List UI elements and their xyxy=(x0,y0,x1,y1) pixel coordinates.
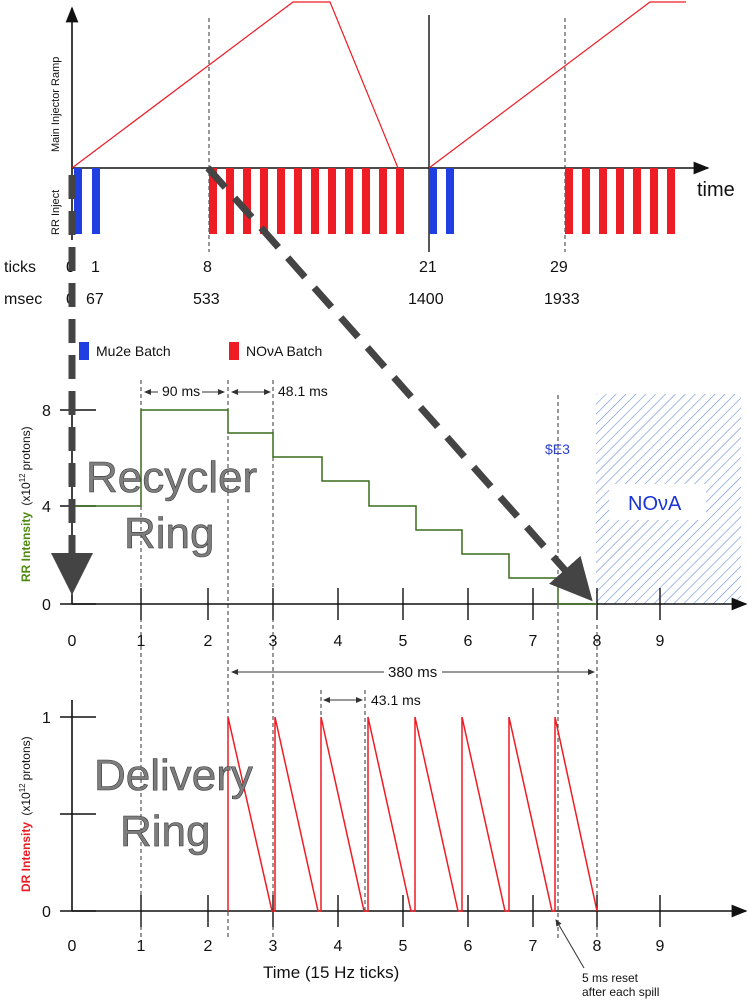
rr-y-label-rest: (x10 xyxy=(19,482,33,506)
dr-x-tick-label: 9 xyxy=(656,938,665,955)
rr-x-tick-label: 2 xyxy=(204,633,213,650)
rr-x-tick-label: 3 xyxy=(269,633,278,650)
rr-y-tick-label: 4 xyxy=(42,499,51,516)
reset-note-line2: after each spill xyxy=(582,985,659,999)
dr-y-axis-label: DR Intensity (x1012 protons) xyxy=(18,736,33,892)
rr-x-tick-label: 9 xyxy=(656,633,665,650)
rr-x-tick-marks xyxy=(140,588,661,620)
nova-region-label: NOνA xyxy=(628,493,682,515)
msec-value: 533 xyxy=(193,291,220,308)
dr-sawtooth xyxy=(227,716,598,912)
main-injector-ramp-2 xyxy=(428,1,686,169)
annot-48-label: 48.1 ms xyxy=(278,383,328,399)
rr-y-label-exp: 12 xyxy=(18,473,27,482)
delivery-title-line1: Delivery xyxy=(94,751,253,800)
rr-y-tick-label: 0 xyxy=(42,597,51,614)
recycler-title-line2: Ring xyxy=(124,509,215,558)
dr-y-tick-label: 0 xyxy=(42,904,51,921)
rr-x-tick-label: 1 xyxy=(137,633,146,650)
recycler-title-line1: Recycler xyxy=(86,453,257,502)
dr-x-tick-label: 0 xyxy=(68,938,77,955)
rr-y-label-colored: RR Intensity xyxy=(19,512,33,582)
rr-x-tick-label: 4 xyxy=(334,633,343,650)
rr-x-tick-label: 7 xyxy=(529,633,538,650)
se3-label: $E3 xyxy=(545,441,570,457)
msec-value: 1933 xyxy=(544,291,580,308)
mu2e-batches-2 xyxy=(429,168,454,234)
reset-note-line1: 5 ms reset xyxy=(582,971,639,985)
rr-intensity-steps xyxy=(72,409,597,605)
diagonal-transfer-arrow xyxy=(205,165,593,602)
rr-y-label-end: protons) xyxy=(19,426,33,470)
main-injector-label: Main Injector Ramp xyxy=(50,57,62,152)
dr-y-label-rest: (x10 xyxy=(19,792,33,816)
top-timeline-panel: Main Injector Ramp RR Inject time ticks … xyxy=(4,1,735,360)
dr-y-tick-label: 1 xyxy=(42,710,51,727)
annot-380-label: 380 ms xyxy=(388,664,437,681)
annot-90-label: 90 ms xyxy=(162,383,200,399)
rr-x-tick-label: 5 xyxy=(399,633,408,650)
rr-inject-label: RR Inject xyxy=(50,190,62,235)
msec-label: msec xyxy=(4,291,42,308)
dr-x-tick-label: 3 xyxy=(269,938,278,955)
dr-x-tick-label: 4 xyxy=(334,938,343,955)
nova-box xyxy=(609,484,706,520)
msec-value: 1400 xyxy=(408,291,444,308)
dr-y-ticks xyxy=(60,716,96,912)
dr-x-tick-label: 7 xyxy=(529,938,538,955)
dr-x-tick-label: 8 xyxy=(593,938,602,955)
annot-43-label: 43.1 ms xyxy=(371,692,421,708)
tick-values: 0 1 8 21 29 xyxy=(66,259,568,276)
tick-value: 21 xyxy=(419,259,437,276)
dr-x-tick-labels: 0 1 2 3 4 5 6 7 8 9 xyxy=(68,938,665,955)
dr-y-label-colored: DR Intensity xyxy=(19,822,33,892)
rr-x-tick-labels: 0 1 2 3 4 5 6 7 8 9 xyxy=(68,633,665,650)
dr-x-tick-label: 1 xyxy=(137,938,146,955)
tick-value: 1 xyxy=(91,259,100,276)
nova-batches-2 xyxy=(565,168,675,234)
mu2e-legend-label: Mu2e Batch xyxy=(96,343,171,359)
mu2e-batches-1 xyxy=(74,168,100,234)
msec-value: 67 xyxy=(86,291,104,308)
dr-y-label-end: protons) xyxy=(19,736,33,780)
mu2e-legend-swatch xyxy=(79,342,89,360)
batch-legend: Mu2e Batch NOνA Batch xyxy=(79,342,322,360)
dr-y-label-exp: 12 xyxy=(18,783,27,792)
rr-y-tick-label: 8 xyxy=(42,403,51,420)
dr-x-tick-label: 2 xyxy=(204,938,213,955)
dr-x-tick-label: 5 xyxy=(399,938,408,955)
rr-y-axis-label: RR Intensity (x1012 protons) xyxy=(18,426,33,582)
rr-x-tick-label: 6 xyxy=(464,633,473,650)
dr-x-tick-label: 6 xyxy=(464,938,473,955)
recycler-ring-panel: NOνA 0 4 8 0 1 xyxy=(18,380,748,940)
delivery-title-line2: Ring xyxy=(120,807,211,856)
rr-x-tick-label: 0 xyxy=(68,633,77,650)
nova-legend-swatch xyxy=(229,342,239,360)
time-label: time xyxy=(697,179,735,201)
tick-value: 29 xyxy=(550,259,568,276)
nova-legend-label: NOνA Batch xyxy=(246,343,322,359)
reset-note-pointer xyxy=(555,919,585,969)
transfer-arrows xyxy=(51,165,593,602)
main-injector-ramp xyxy=(71,1,399,169)
ticks-label: ticks xyxy=(4,259,36,276)
rr-x-tick-label: 8 xyxy=(593,633,602,650)
delivery-ring-panel: 0 1 0 1 2 3 4 5 6 7 8 9 xyxy=(18,661,748,999)
dr-x-axis-label: Time (15 Hz ticks) xyxy=(263,963,399,982)
tick-value: 8 xyxy=(203,259,212,276)
nova-batches-1 xyxy=(209,168,404,234)
rr-y-ticks xyxy=(60,409,96,605)
